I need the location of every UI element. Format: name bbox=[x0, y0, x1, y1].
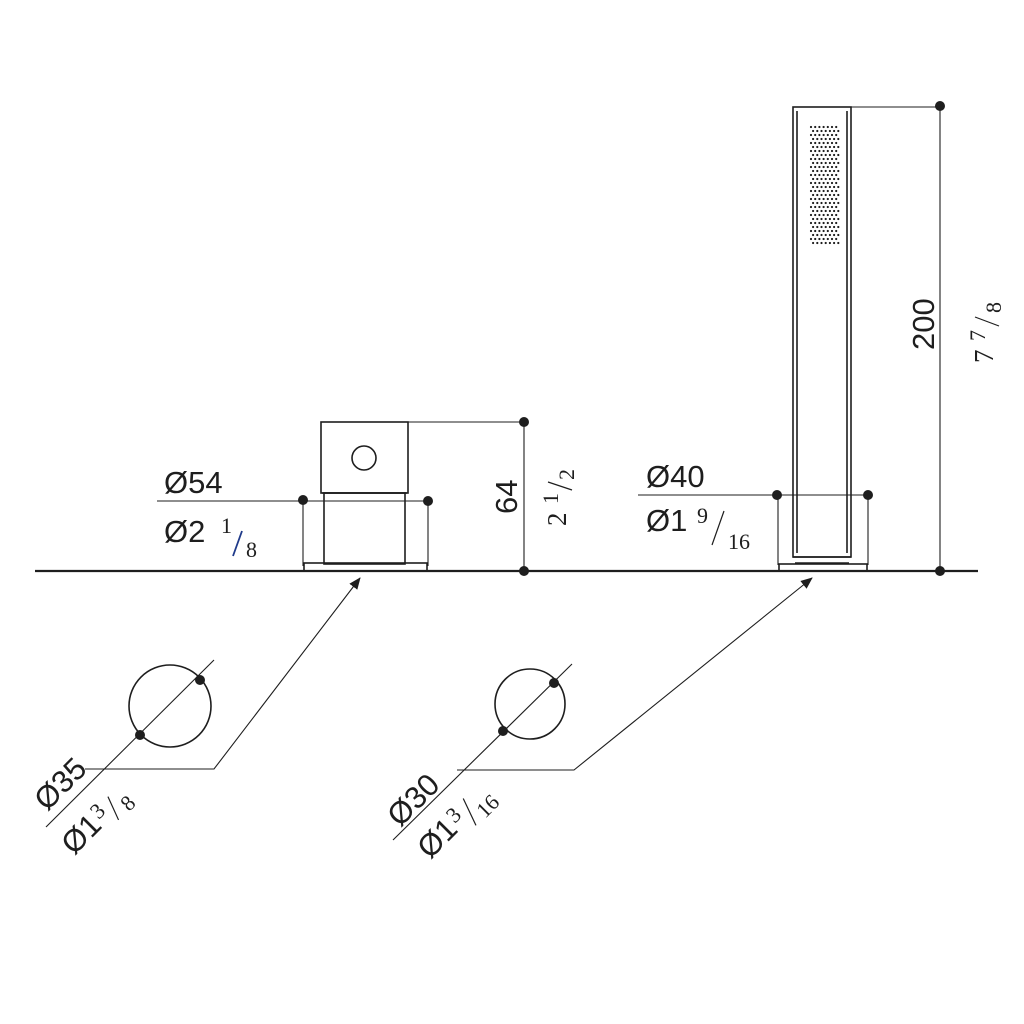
mixer-diameter-in-num: 1 bbox=[221, 513, 232, 538]
hole-1-leader-arrow bbox=[85, 577, 361, 770]
hole-1-diameter-frac-slash bbox=[107, 796, 120, 821]
deck-hole-1: Ø35 Ø1 3 8 bbox=[27, 577, 361, 861]
mixer-diameter-dimension: Ø54 Ø2 1 8 bbox=[157, 465, 433, 566]
holder-diameter-in-whole: Ø1 bbox=[646, 503, 687, 538]
mixer-body bbox=[303, 421, 428, 572]
hole-2-diameter-frac-slash bbox=[462, 798, 477, 826]
mixer-diameter-frac-slash bbox=[232, 530, 243, 557]
mixer-height-frac-slash bbox=[547, 481, 573, 491]
shower-height-dimension: 200 7 7 8 bbox=[851, 101, 1006, 576]
holder-diameter-mm-label: Ø40 bbox=[646, 459, 705, 494]
mixer-diameter-mm-label: Ø54 bbox=[164, 465, 223, 500]
shower-height-in-num: 7 bbox=[965, 330, 990, 341]
mixer-height-dimension: 64 2 1 2 bbox=[408, 417, 579, 576]
mixer-diameter-in-whole: Ø2 bbox=[164, 514, 205, 549]
holder-diameter-in-den: 16 bbox=[728, 529, 750, 554]
holder-diameter-frac-slash bbox=[711, 510, 725, 546]
shower-height-in-whole: 7 bbox=[969, 350, 999, 364]
hole-1-diameter-in-den: 8 bbox=[115, 790, 140, 815]
hole-2-diameter-in-den: 16 bbox=[471, 789, 504, 822]
mixer-diameter-in-den: 8 bbox=[246, 537, 257, 562]
holder-diameter-dimension: Ø40 Ø1 9 16 bbox=[638, 459, 873, 565]
shower-height-in-den: 8 bbox=[981, 302, 1006, 313]
mixer-height-in-den: 2 bbox=[554, 469, 579, 480]
mixer-height-in-whole: 2 bbox=[542, 513, 572, 527]
hand-shower bbox=[778, 106, 868, 572]
holder-diameter-in-num: 9 bbox=[697, 503, 708, 528]
shower-height-mm-label: 200 bbox=[906, 298, 941, 350]
mixer-height-in-num: 1 bbox=[538, 493, 563, 504]
mixer-height-mm-label: 64 bbox=[489, 480, 524, 514]
deck-hole-2: Ø30 Ø1 3 16 bbox=[380, 577, 813, 865]
spray-nozzle-pattern bbox=[809, 125, 840, 245]
hole-2-leader-arrow bbox=[457, 577, 813, 771]
shower-height-frac-slash bbox=[974, 316, 1000, 327]
mixer-knob-circle bbox=[351, 445, 377, 471]
